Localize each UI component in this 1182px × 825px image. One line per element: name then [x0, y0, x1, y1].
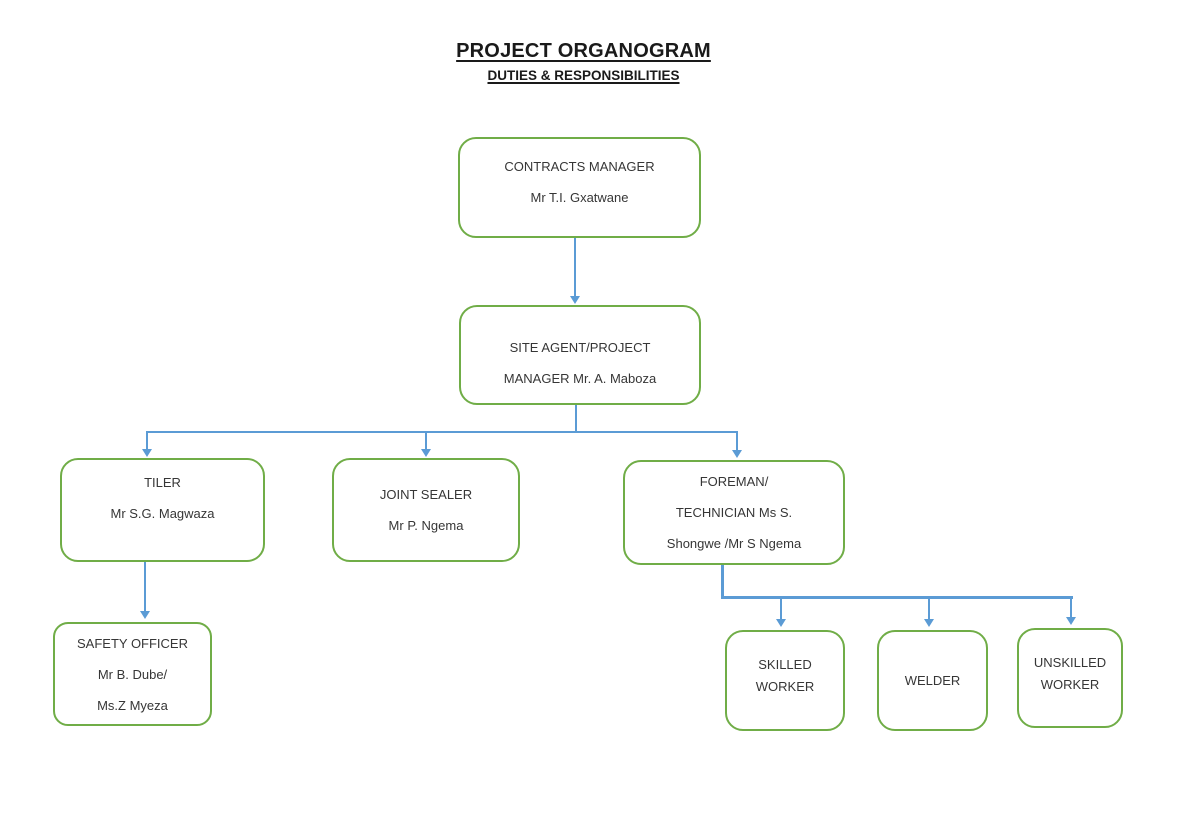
node-joint-sealer: JOINT SEALER Mr P. Ngema	[332, 458, 520, 562]
node-role: WORKER	[755, 679, 815, 694]
arrowhead-down-icon	[776, 619, 786, 627]
node-contracts-manager: CONTRACTS MANAGER Mr T.I. Gxatwane	[458, 137, 701, 238]
connector-drop-unskilled	[1070, 599, 1072, 618]
node-role: CONTRACTS MANAGER	[504, 158, 655, 174]
node-tiler: TILER Mr S.G. Magwaza	[60, 458, 265, 562]
connector-siteagent-stub	[575, 405, 577, 433]
connector-drop-welder	[928, 599, 930, 620]
connector-foreman-stub	[721, 565, 724, 599]
connector-drop-skilled	[780, 599, 782, 620]
node-role: FOREMAN/	[699, 474, 769, 489]
node-person: Mr T.I. Gxatwane	[530, 189, 629, 205]
node-role: TILER	[144, 475, 181, 490]
connector-contracts-to-siteagent	[574, 238, 576, 296]
node-person: Ms.Z Myeza	[97, 697, 168, 713]
arrowhead-down-icon	[924, 619, 934, 627]
node-role: SITE AGENT/PROJECT	[509, 340, 651, 355]
connector-tiler-to-safety	[144, 562, 146, 612]
arrowhead-down-icon	[142, 449, 152, 457]
node-site-agent-project-manager: SITE AGENT/PROJECT MANAGER Mr. A. Maboza	[459, 305, 701, 405]
connector-drop-foreman	[736, 431, 738, 451]
node-role: UNSKILLED	[1033, 654, 1107, 670]
node-person: Mr P. Ngema	[388, 518, 464, 533]
node-role: SAFETY OFFICER	[77, 635, 188, 651]
connector-drop-jointsealer	[425, 431, 427, 450]
node-safety-officer: SAFETY OFFICER Mr B. Dube/ Ms.Z Myeza	[53, 622, 212, 726]
node-welder: WELDER	[877, 630, 988, 731]
node-person: Mr B. Dube/	[97, 666, 168, 682]
arrowhead-down-icon	[421, 449, 431, 457]
connector-drop-tiler	[146, 431, 148, 450]
node-skilled-worker: SKILLED WORKER	[725, 630, 845, 731]
node-role: WORKER	[1040, 676, 1100, 692]
arrowhead-down-icon	[732, 450, 742, 458]
connector-siteagent-children-rail	[146, 431, 738, 433]
node-role: SKILLED	[758, 657, 812, 672]
node-person: Mr S.G. Magwaza	[110, 506, 215, 521]
connector-foreman-children-rail	[721, 596, 1073, 599]
node-role: WELDER	[904, 673, 961, 688]
node-person: MANAGER Mr. A. Maboza	[503, 371, 657, 386]
node-foreman-technician: FOREMAN/ TECHNICIAN Ms S. Shongwe /Mr S …	[623, 460, 845, 565]
node-person: Shongwe /Mr S Ngema	[666, 536, 802, 551]
chart-title: PROJECT ORGANOGRAM	[456, 40, 711, 62]
node-person: TECHNICIAN Ms S.	[675, 505, 793, 520]
node-role: JOINT SEALER	[379, 487, 473, 502]
chart-subtitle: DUTIES & RESPONSIBILITIES	[487, 68, 680, 83]
arrowhead-down-icon	[570, 296, 580, 304]
chart-header: PROJECT ORGANOGRAM DUTIES & RESPONSIBILI…	[0, 40, 1167, 83]
arrowhead-down-icon	[1066, 617, 1076, 625]
node-unskilled-worker: UNSKILLED WORKER	[1017, 628, 1123, 728]
arrowhead-down-icon	[140, 611, 150, 619]
